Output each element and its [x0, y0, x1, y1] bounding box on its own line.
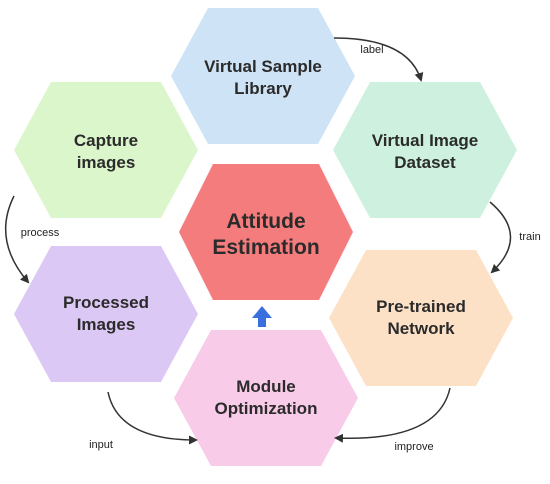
edge-arrow-train — [489, 201, 512, 274]
edge-text-process: process — [21, 227, 60, 239]
node-virtual-sample-library: Virtual Sample Library — [171, 8, 355, 144]
node-attitude-estimation: Attitude Estimation — [179, 164, 353, 300]
hexagon-pretrained-network — [329, 250, 513, 386]
node-capture-images: Capture images — [14, 82, 198, 218]
hexagon-virtual-sample-library — [171, 8, 355, 144]
node-virtual-image-dataset: Virtual Image Dataset — [333, 82, 517, 218]
node-label-line2: Library — [234, 79, 292, 98]
hexagon-capture-images — [14, 82, 198, 218]
hexagon-attitude-estimation — [179, 164, 353, 300]
hexagon-virtual-image-dataset — [333, 82, 517, 218]
edge-arrow-improve — [334, 387, 451, 443]
edge-text-input: input — [89, 439, 113, 451]
node-label-line2: Optimization — [215, 399, 318, 418]
node-label-line1: Module — [236, 377, 296, 396]
edge-process: process — [4, 195, 60, 284]
node-pretrained-network: Pre-trained Network — [329, 250, 513, 386]
edge-label: label — [333, 37, 424, 82]
edge-arrow-label — [333, 37, 424, 82]
node-label-line2: Estimation — [212, 236, 319, 259]
edge-improve: improve — [334, 387, 451, 453]
node-processed-images: Processed Images — [14, 246, 198, 382]
node-label-line1: Attitude — [226, 210, 305, 233]
node-label-line1: Pre-trained — [376, 297, 466, 316]
node-label-line2: Images — [77, 315, 136, 334]
node-label-line1: Processed — [63, 293, 149, 312]
node-label-line1: Virtual Sample — [204, 57, 322, 76]
node-label-line1: Capture — [74, 131, 138, 150]
edge-text-label: label — [360, 44, 383, 56]
edge-input: input — [89, 391, 198, 451]
up-arrow-icon — [252, 306, 272, 327]
edge-text-improve: improve — [394, 441, 433, 453]
node-label-line2: Network — [387, 319, 455, 338]
node-module-optimization: Module Optimization — [174, 330, 358, 466]
up-arrow-shape — [252, 306, 272, 327]
edge-text-train: train — [519, 231, 540, 243]
edge-train: train — [489, 201, 541, 274]
edge-arrow-input — [107, 391, 198, 445]
node-label-line2: images — [77, 153, 136, 172]
hexagon-processed-images — [14, 246, 198, 382]
node-label-line1: Virtual Image — [372, 131, 478, 150]
edge-arrow-process — [4, 195, 30, 284]
hexagon-module-optimization — [174, 330, 358, 466]
node-label-line2: Dataset — [394, 153, 456, 172]
